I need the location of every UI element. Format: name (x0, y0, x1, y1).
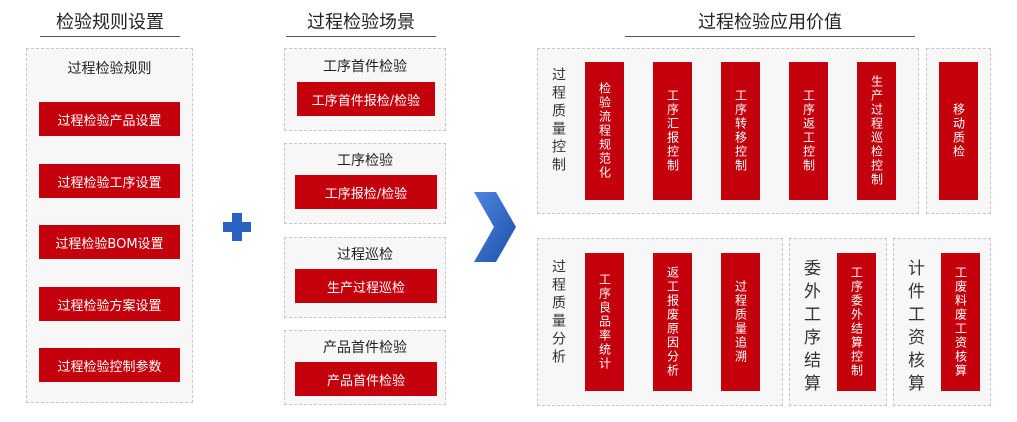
piecework-label: 计件工资核算 (904, 259, 924, 397)
scenario-button[interactable]: 工序报检/检验 (295, 175, 437, 209)
value-item[interactable]: 工序转移控制 (721, 62, 760, 200)
value-item[interactable]: 工序良品率统计 (585, 253, 624, 391)
rule-button-plan[interactable]: 过程检验方案设置 (39, 287, 180, 321)
rule-button-product[interactable]: 过程检验产品设置 (39, 102, 180, 136)
scenario-card: 工序首件检验 工序首件报检/检验 (284, 48, 446, 131)
scenario-title: 工序检验 (337, 153, 393, 169)
outsource-panel: 委外工序结算 工序委外结算控制 (789, 238, 887, 406)
scenarios-header: 过程检验场景 (307, 12, 415, 33)
scenario-title: 过程巡检 (337, 247, 393, 263)
rule-button-params[interactable]: 过程检验控制参数 (39, 348, 180, 382)
scenario-title: 工序首件检验 (323, 59, 407, 75)
value-item[interactable]: 工序委外结算控制 (837, 253, 876, 391)
quality-control-panel: 过程质量控制 检验流程规范化 工序汇报控制 工序转移控制 工序返工控制 生产过程… (537, 48, 919, 214)
value-item-mobile[interactable]: 移动质检 (939, 62, 978, 200)
rules-header: 检验规则设置 (56, 12, 164, 33)
value-header-underline (625, 36, 915, 37)
value-item[interactable]: 检验流程规范化 (585, 62, 624, 200)
value-item[interactable]: 过程质量追溯 (721, 253, 760, 391)
scenario-card: 过程巡检 生产过程巡检 (284, 237, 446, 318)
rule-button-process[interactable]: 过程检验工序设置 (39, 164, 180, 198)
scenario-button[interactable]: 生产过程巡检 (295, 269, 437, 303)
outsource-label: 委外工序结算 (800, 259, 820, 397)
mobile-panel: 移动质检 (926, 48, 991, 214)
scenario-button[interactable]: 工序首件报检/检验 (297, 82, 435, 116)
piecework-panel: 计件工资核算 工废料废工资核算 (893, 238, 991, 406)
value-item[interactable]: 生产过程巡检控制 (857, 62, 896, 200)
scenario-button[interactable]: 产品首件检验 (295, 362, 437, 396)
value-item[interactable]: 工废料废工资核算 (941, 253, 980, 391)
rules-panel-title: 过程检验规则 (67, 61, 152, 77)
value-item[interactable]: 返工报废原因分析 (653, 253, 692, 391)
value-header: 过程检验应用价值 (698, 12, 842, 33)
rules-panel: 过程检验规则 过程检验产品设置 过程检验工序设置 过程检验BOM设置 过程检验方… (26, 48, 193, 403)
scenario-card: 工序检验 工序报检/检验 (284, 143, 446, 224)
plus-icon (221, 211, 253, 243)
scenario-card: 产品首件检验 产品首件检验 (284, 330, 446, 405)
value-item[interactable]: 工序返工控制 (789, 62, 828, 200)
quality-analysis-label: 过程质量分析 (550, 259, 566, 367)
chevron-right-icon (472, 192, 518, 262)
quality-analysis-panel: 过程质量分析 工序良品率统计 返工报废原因分析 过程质量追溯 (537, 238, 783, 406)
rules-header-underline (40, 36, 180, 37)
scenario-title: 产品首件检验 (323, 340, 407, 356)
value-item[interactable]: 工序汇报控制 (653, 62, 692, 200)
rule-button-bom[interactable]: 过程检验BOM设置 (39, 225, 180, 259)
quality-control-label: 过程质量控制 (550, 67, 566, 175)
scenarios-header-underline (286, 36, 436, 37)
